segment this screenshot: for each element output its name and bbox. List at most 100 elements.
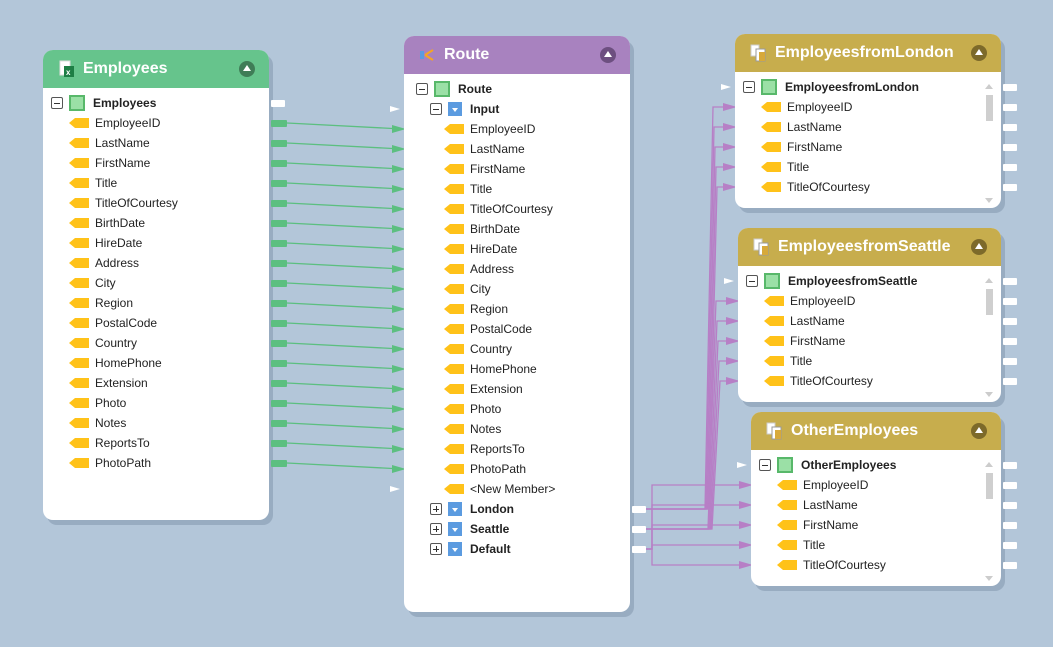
scroll-up-icon[interactable] xyxy=(985,84,993,89)
target-field[interactable]: EmployeeID xyxy=(777,475,868,495)
route-field[interactable]: City xyxy=(444,279,491,299)
source-field[interactable]: ReportsTo xyxy=(69,433,150,453)
expand-toggle-icon[interactable] xyxy=(430,503,442,515)
route-field[interactable]: LastName xyxy=(444,139,525,159)
route-field[interactable]: TitleOfCourtesy xyxy=(444,199,553,219)
target-output-port[interactable] xyxy=(1003,318,1017,325)
target-output-port[interactable] xyxy=(1003,562,1017,569)
route-field[interactable]: EmployeeID xyxy=(444,119,535,139)
route-output-london[interactable]: London xyxy=(430,499,514,519)
target-root-port[interactable] xyxy=(721,84,731,90)
target-output-port[interactable] xyxy=(1003,462,1017,469)
node-header[interactable]: EmployeesfromLondon xyxy=(735,34,1001,72)
scrollbar-thumb[interactable] xyxy=(986,473,993,499)
source-field-port[interactable] xyxy=(271,180,287,187)
scrollbar-thumb[interactable] xyxy=(986,95,993,121)
target-field[interactable]: LastName xyxy=(764,311,845,331)
source-field-port[interactable] xyxy=(271,400,287,407)
node-header[interactable]: Route xyxy=(404,36,630,74)
target-output-port[interactable] xyxy=(1003,358,1017,365)
scroll-down-icon[interactable] xyxy=(985,576,993,581)
source-field-port[interactable] xyxy=(271,160,287,167)
target-root-port[interactable] xyxy=(737,462,747,468)
source-field-port[interactable] xyxy=(271,340,287,347)
route-field[interactable]: HomePhone xyxy=(444,359,537,379)
route-field[interactable]: FirstName xyxy=(444,159,525,179)
collapse-button[interactable] xyxy=(600,47,616,63)
source-field[interactable]: Country xyxy=(69,333,137,353)
route-output-seattle[interactable]: Seattle xyxy=(430,519,509,539)
collapse-toggle-icon[interactable] xyxy=(51,97,63,109)
target-output-port[interactable] xyxy=(1003,278,1017,285)
source-field[interactable]: LastName xyxy=(69,133,150,153)
source-field[interactable]: Region xyxy=(69,293,133,313)
source-field-port[interactable] xyxy=(271,260,287,267)
source-field-port[interactable] xyxy=(271,320,287,327)
source-field-port[interactable] xyxy=(271,140,287,147)
source-field[interactable]: TitleOfCourtesy xyxy=(69,193,178,213)
target-field[interactable]: Title xyxy=(777,535,825,555)
route-field[interactable]: Address xyxy=(444,259,514,279)
route-field[interactable]: Notes xyxy=(444,419,501,439)
source-field[interactable]: BirthDate xyxy=(69,213,145,233)
target-output-port[interactable] xyxy=(1003,338,1017,345)
target-field[interactable]: TitleOfCourtesy xyxy=(777,555,886,575)
route-field[interactable]: Region xyxy=(444,299,508,319)
target-field[interactable]: EmployeeID xyxy=(764,291,855,311)
source-field-port[interactable] xyxy=(271,200,287,207)
collapse-toggle-icon[interactable] xyxy=(416,83,428,95)
target-output-port[interactable] xyxy=(1003,542,1017,549)
target-output-port[interactable] xyxy=(1003,104,1017,111)
source-field[interactable]: EmployeeID xyxy=(69,113,160,133)
route-output-port[interactable] xyxy=(632,506,646,513)
scroll-down-icon[interactable] xyxy=(985,392,993,397)
target-field[interactable]: LastName xyxy=(761,117,842,137)
collapse-toggle-icon[interactable] xyxy=(759,459,771,471)
source-field-port[interactable] xyxy=(271,440,287,447)
source-field-port[interactable] xyxy=(271,360,287,367)
route-field[interactable]: HireDate xyxy=(444,239,517,259)
target-field[interactable]: TitleOfCourtesy xyxy=(761,177,870,197)
route-input-port[interactable] xyxy=(390,106,400,112)
target-field[interactable]: Title xyxy=(764,351,812,371)
source-field-port[interactable] xyxy=(271,120,287,127)
source-field[interactable]: HomePhone xyxy=(69,353,162,373)
expand-toggle-icon[interactable] xyxy=(430,523,442,535)
source-field[interactable]: FirstName xyxy=(69,153,150,173)
source-field[interactable]: City xyxy=(69,273,116,293)
source-field-port[interactable] xyxy=(271,240,287,247)
source-field-port[interactable] xyxy=(271,300,287,307)
collapse-toggle-icon[interactable] xyxy=(743,81,755,93)
target-field[interactable]: FirstName xyxy=(761,137,842,157)
node-header[interactable]: x Employees xyxy=(43,50,269,88)
target-output-port[interactable] xyxy=(1003,298,1017,305)
route-field[interactable]: Title xyxy=(444,179,492,199)
target-output-port[interactable] xyxy=(1003,184,1017,191)
source-field[interactable]: Address xyxy=(69,253,139,273)
target-output-port[interactable] xyxy=(1003,378,1017,385)
source-field-port[interactable] xyxy=(271,280,287,287)
source-field[interactable]: Title xyxy=(69,173,117,193)
target-field[interactable]: FirstName xyxy=(777,515,858,535)
route-field[interactable]: ReportsTo xyxy=(444,439,525,459)
source-field[interactable]: Notes xyxy=(69,413,126,433)
collapse-button[interactable] xyxy=(971,45,987,61)
source-field[interactable]: PhotoPath xyxy=(69,453,151,473)
route-field[interactable]: BirthDate xyxy=(444,219,520,239)
route-field[interactable]: PostalCode xyxy=(444,319,532,339)
route-output-port[interactable] xyxy=(632,546,646,553)
source-field-port[interactable] xyxy=(271,460,287,467)
route-field[interactable]: Extension xyxy=(444,379,523,399)
route-output-default[interactable]: Default xyxy=(430,539,511,559)
route-field[interactable]: PhotoPath xyxy=(444,459,526,479)
source-field-port[interactable] xyxy=(271,380,287,387)
expand-toggle-icon[interactable] xyxy=(430,543,442,555)
collapse-button[interactable] xyxy=(971,423,987,439)
target-field[interactable]: TitleOfCourtesy xyxy=(764,371,873,391)
route-output-port[interactable] xyxy=(632,526,646,533)
source-field[interactable]: PostalCode xyxy=(69,313,157,333)
